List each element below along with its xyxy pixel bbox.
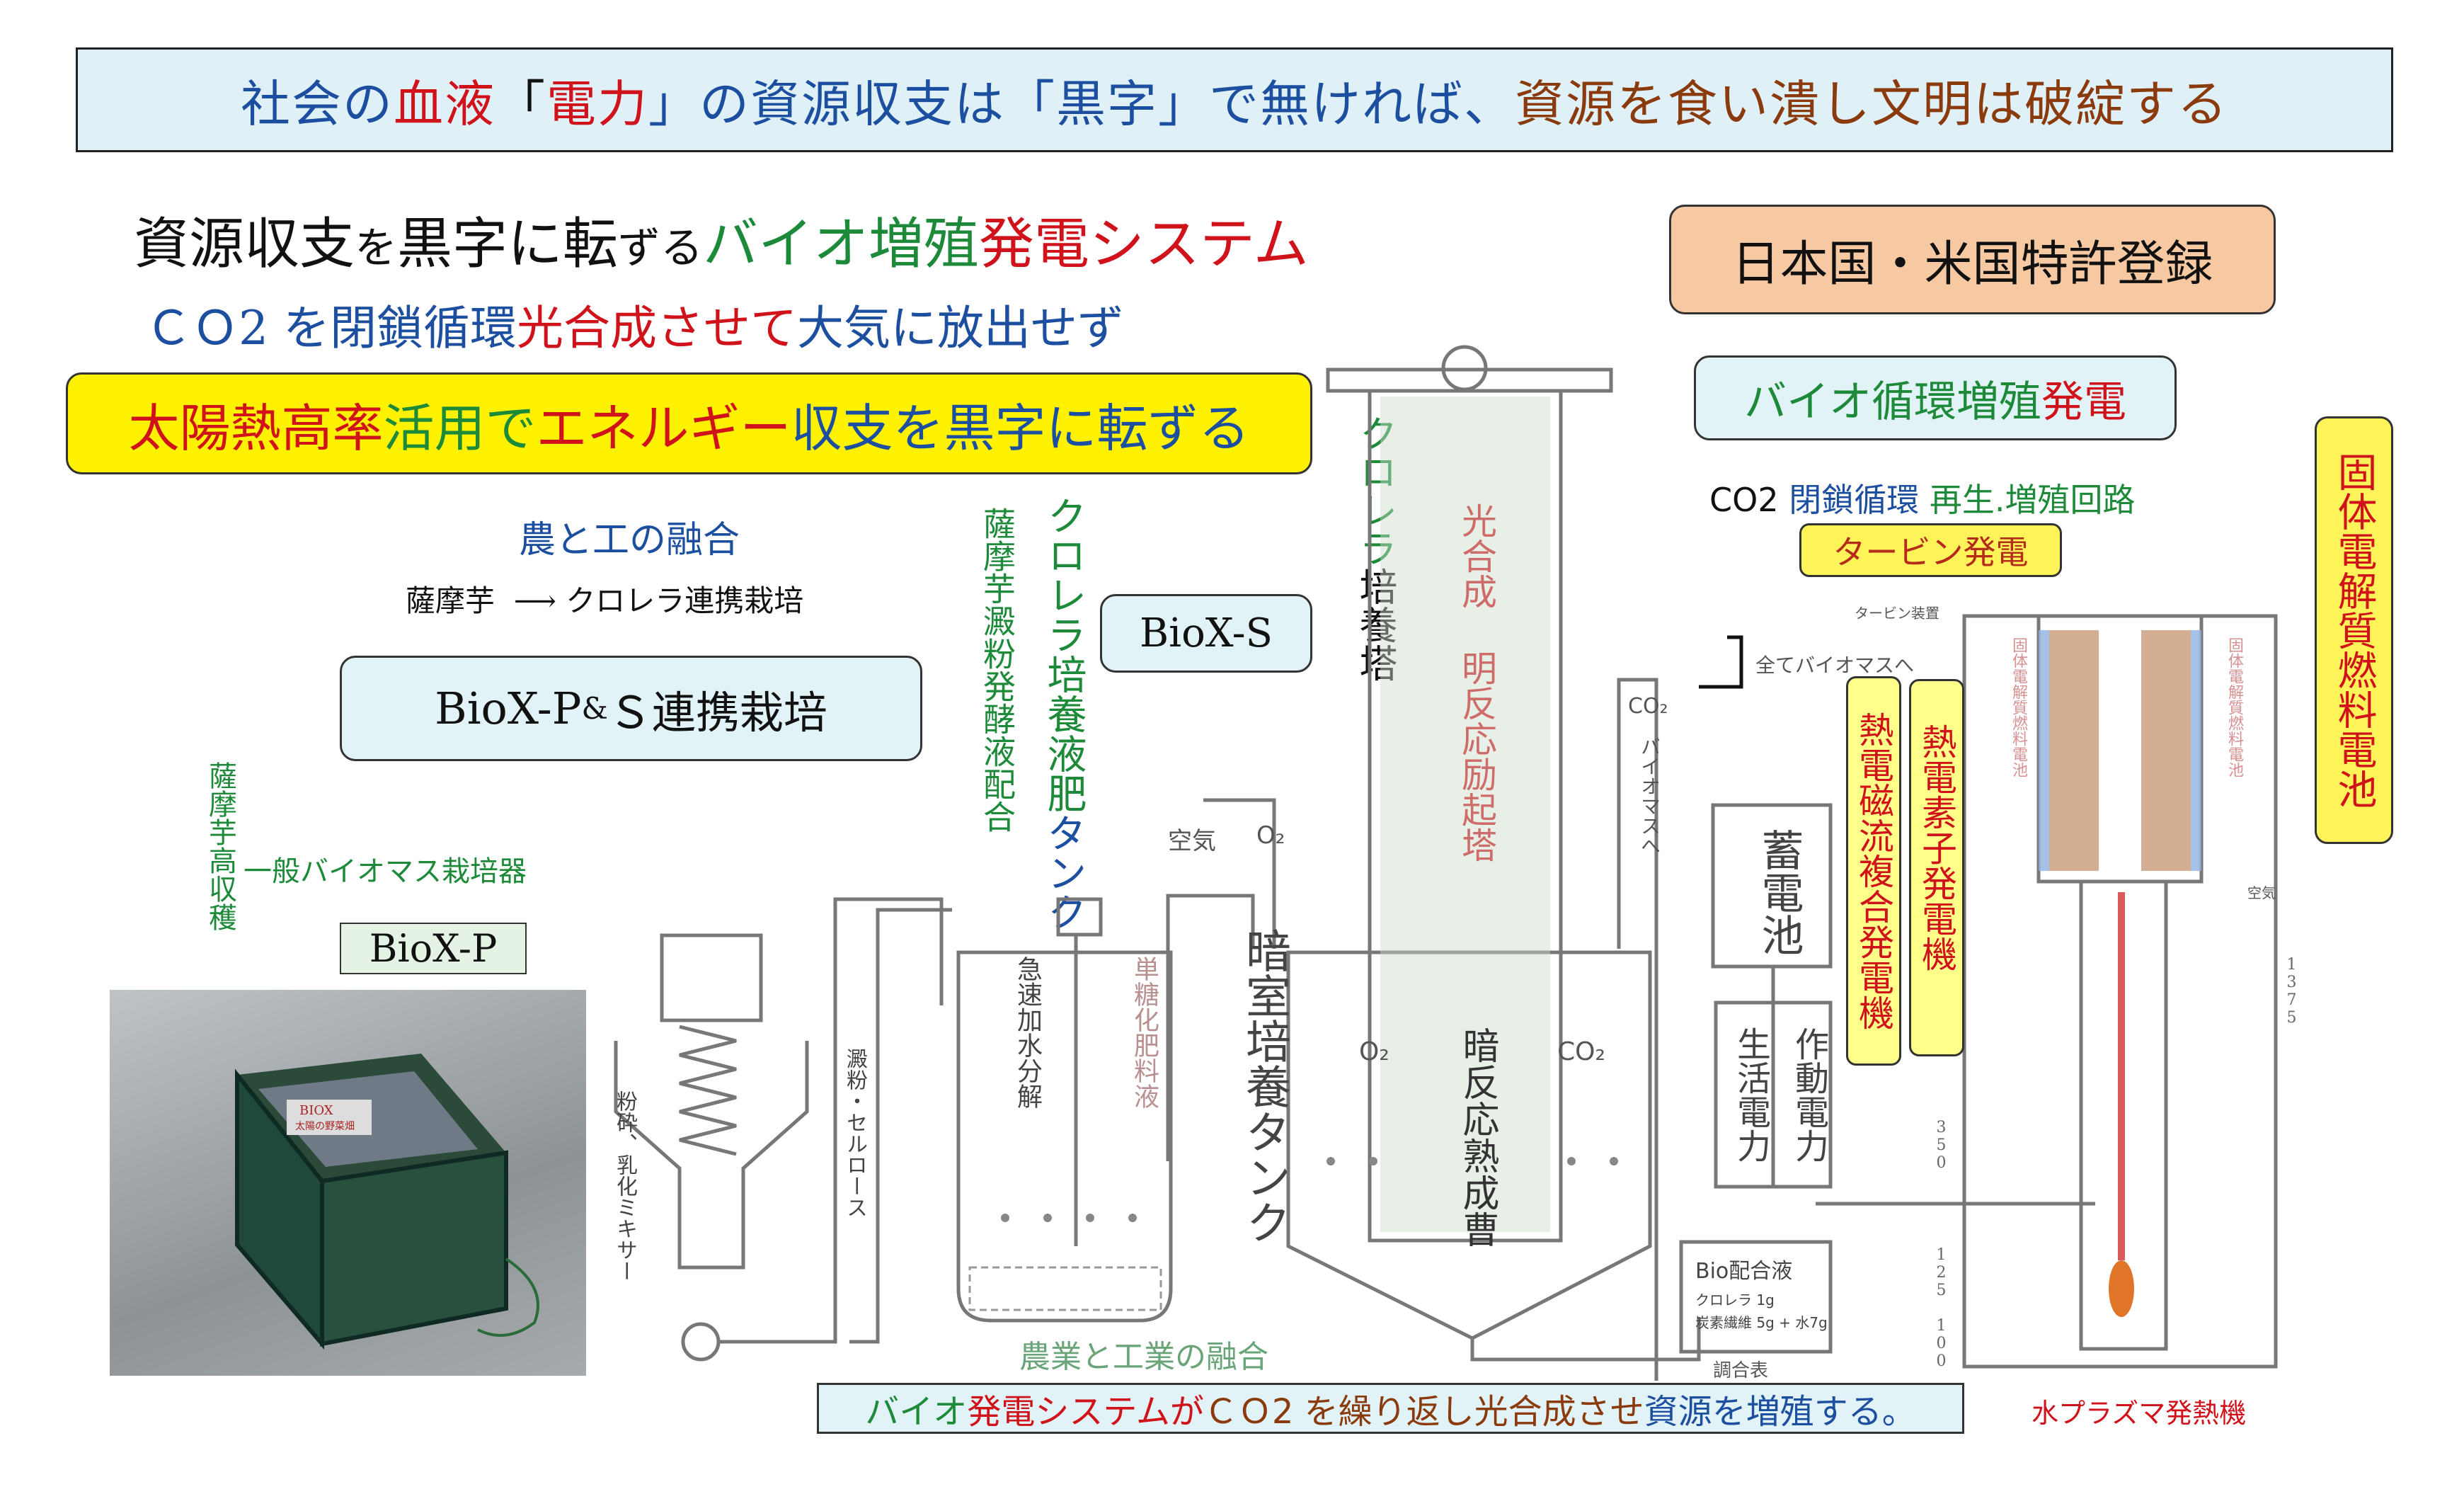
chlorella-tower-2: 培養塔: [1353, 567, 1397, 682]
biox-ps-2: &: [581, 691, 608, 726]
mix-table-label: 調合表: [1713, 1360, 1769, 1381]
mhd-generator-box: 熱電磁流複合発電機: [1846, 676, 1901, 1066]
co2-loop-2: 閉鎖循環: [1789, 481, 1920, 519]
banner-text-4: 電力: [546, 74, 648, 133]
main-title: 資源収支を黒字に転ずるバイオ増殖発電システム: [134, 200, 1309, 279]
biox-ps-1: BioX-P: [435, 683, 582, 734]
photo-label-1: BIOX: [299, 1103, 333, 1118]
sweet-potato-yield-label: 薩摩芋高収穫: [204, 761, 236, 931]
banner-text-6: 資源を食い潰し文明は破綻する: [1515, 74, 2228, 133]
fuel-cell-left-label: 固体電解質燃料電池: [2010, 637, 2027, 777]
bio-mix-label: Bio配合液: [1695, 1259, 1793, 1284]
subtitle-3: 大気に放出せず: [796, 301, 1124, 355]
dark-tank-label: 暗室培養タンク: [1238, 928, 1290, 1245]
fusion-label: 農業と工業の融合: [1019, 1339, 1268, 1375]
mixer-label: 粉砕、乳化ミキサー: [612, 1090, 637, 1282]
biox-p-photo: BIOX 太陽の野菜畑: [110, 990, 586, 1376]
banner-text-1: 社会の: [241, 74, 394, 133]
title-6: 発電システム: [979, 212, 1309, 276]
light-reaction-tower-label: 光合成 明反応励起塔: [1456, 503, 1497, 862]
hydrolysis-label: 急速加水分解: [1013, 956, 1042, 1109]
banner-text-3: 「: [495, 74, 546, 133]
chlorella-tank-1: クロレラ培養液肥: [1041, 496, 1087, 813]
title-1: 資源収支: [134, 212, 355, 276]
potato-chlorella-flow: 薩摩芋 ⟶ クロレラ連携栽培: [406, 577, 803, 620]
dim-100: 100: [1932, 1317, 1950, 1370]
solar-heat-box: 太陽熱高率活用でエネルギー収支を黒字に転ずる: [66, 372, 1312, 474]
dim-1375: 1375: [2283, 956, 2300, 1027]
planter-box-image: [235, 1054, 539, 1350]
yellow-text-1: 太陽熱高率: [128, 398, 384, 458]
patent-box: 日本国・米国特許登録: [1669, 205, 2276, 314]
biox-ps-3: Ｓ連携栽培: [607, 686, 827, 739]
thermoelectric-box: 熱電素子発電機: [1909, 679, 1964, 1056]
bottom-2: 発電システムが: [967, 1392, 1204, 1432]
yellow-text-2: 活用で: [383, 398, 537, 458]
flow-from: 薩摩芋: [406, 583, 495, 618]
thermoelectric-label: 熱電素子発電機: [1916, 724, 1957, 971]
water-plasma-label: 水プラズマ発熱機: [2032, 1398, 2247, 1429]
yellow-text-4: 収支: [791, 398, 893, 458]
title-3: 黒字に転: [397, 212, 619, 276]
subtitle-2: 光合成させて: [516, 301, 797, 355]
banner-text-5: 」の資源収支は「黒字」で無ければ、: [648, 74, 1515, 133]
arrow-right-icon: ⟶: [513, 583, 556, 618]
co2-loop-3: 再生.増殖回路: [1919, 481, 2136, 519]
mix-line-1: クロレラ 1g: [1695, 1291, 1775, 1308]
bio-cycle-box: バイオ循環増殖発電: [1694, 355, 2177, 440]
yellow-text-3: エネルギー: [536, 398, 791, 458]
all-biomass-label: 全てバイオマスへ: [1755, 654, 1915, 677]
to-biomass-label: バイオマスへ: [1638, 736, 1661, 855]
chlorella-tower-1: クロレラ: [1353, 414, 1397, 567]
biox-p-box: BioX-P: [340, 923, 527, 974]
bio-cycle-2: 発電: [2041, 377, 2126, 427]
title-2: を: [355, 224, 398, 273]
starch-mix-label: 薩摩芋澱粉発酵液配合: [978, 507, 1016, 833]
bio-cycle-1: バイオ循環増殖: [1744, 377, 2041, 427]
chlorella-tower-label: クロレラ培養塔: [1347, 414, 1403, 682]
photo-label-2: 太陽の野菜畑: [295, 1121, 355, 1132]
life-power-label: 生活電力: [1731, 1027, 1770, 1163]
biox-ps-box: BioX-P & Ｓ連携栽培: [340, 656, 922, 761]
agri-industry-label: 農と工の融合: [519, 519, 740, 561]
top-banner: 社会の血液「電力」の資源収支は「黒字」で無ければ、資源を食い潰し文明は破綻する: [76, 47, 2393, 152]
mix-line-2: 炭素繊維 5g + 水7g: [1695, 1314, 1828, 1331]
chlorella-tank-label: クロレラ培養液肥タンク: [1035, 496, 1092, 932]
co2-pipe-label: CO₂: [1628, 694, 1668, 719]
subtitle-1: ＣＯ2 を閉鎖循環: [145, 301, 517, 355]
dark-reaction-label: 暗反応熟成曹: [1456, 1027, 1499, 1248]
title-5: バイオ増殖: [703, 212, 980, 276]
chlorella-tank-2: タンク: [1041, 813, 1087, 932]
battery-label: 蓄電池: [1754, 828, 1804, 956]
bottom-3: ＣＯ2 を繰り返し光合成させ: [1203, 1392, 1644, 1432]
o2-label: O₂: [1256, 821, 1285, 850]
biox-s-box: BioX-S: [1100, 594, 1312, 673]
starch-label: 澱粉・セルロース: [842, 1048, 867, 1218]
fuel-cell-right-label: 固体電解質燃料電池: [2225, 637, 2243, 777]
air-label: 空気: [1168, 827, 1216, 855]
subtitle: ＣＯ2 を閉鎖循環光合成させて大気に放出せず: [145, 290, 1124, 358]
turbine-box: タービン発電: [1799, 523, 2062, 577]
tank-o2-label: O₂: [1359, 1037, 1389, 1066]
dim-125: 125: [1932, 1246, 1950, 1299]
dim-350: 350: [1932, 1119, 1950, 1172]
bottom-1: バイオ: [865, 1392, 968, 1432]
bottom-banner: バイオ 発電システムが ＣＯ2 を繰り返し光合成させ資源を増殖する。: [817, 1383, 1964, 1434]
title-4: ずる: [618, 224, 704, 273]
air-right-label: 空気: [2247, 884, 2276, 901]
banner-text-2: 血液: [394, 74, 495, 133]
sugar-liquid-label: 単糖化肥料液: [1130, 956, 1159, 1109]
yellow-text-5: を黒字に転ずる: [893, 398, 1250, 458]
drive-power-label: 作動電力: [1789, 1027, 1828, 1163]
co2-loop-label: CO2 閉鎖循環 再生.増殖回路: [1709, 474, 2135, 521]
bottom-4: 資源を増殖する。: [1644, 1392, 1916, 1432]
flow-to: クロレラ連携栽培: [566, 583, 804, 618]
co2-loop-1: CO2: [1709, 481, 1789, 519]
turbine-device-label: タービン装置: [1855, 605, 1939, 622]
fuel-cell-label: 固体電解質燃料電池: [2331, 452, 2377, 809]
mhd-generator-label: 熱電磁流複合発電機: [1853, 712, 1894, 1030]
general-biomass-label: 一般バイオマス栽培器: [243, 855, 527, 888]
tank-co2-label: CO₂: [1557, 1037, 1605, 1066]
fuel-cell-box: 固体電解質燃料電池: [2315, 416, 2393, 844]
